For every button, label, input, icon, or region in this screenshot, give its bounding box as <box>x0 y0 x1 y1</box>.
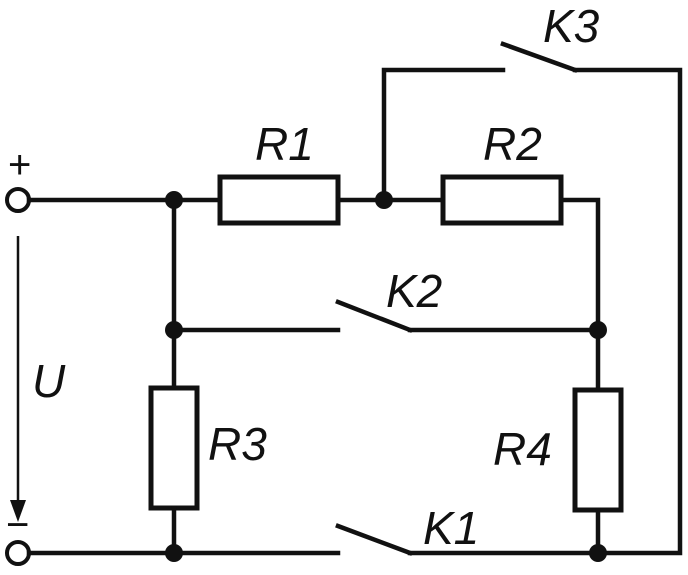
label-r1: R1 <box>255 118 314 170</box>
resistor-r3 <box>148 385 200 511</box>
switch-k1 <box>335 523 413 556</box>
switch-k3 <box>500 41 578 73</box>
label-k1: K1 <box>423 502 479 554</box>
label-r3: R3 <box>208 418 267 470</box>
switch-k2 <box>335 299 413 333</box>
junction-top-left <box>165 191 183 209</box>
wire-r2-right <box>558 197 601 333</box>
junction-bottom-left <box>165 544 183 562</box>
junction-left-k2 <box>165 321 183 339</box>
minus-sign: − <box>6 503 29 547</box>
wire-k3-left <box>381 67 506 203</box>
junction-right-k2 <box>589 321 607 339</box>
plus-sign: + <box>8 143 31 187</box>
label-r2: R2 <box>483 118 542 170</box>
label-k3: K3 <box>543 0 600 52</box>
positive-terminal <box>5 187 31 213</box>
junction-bottom-right <box>589 544 607 562</box>
label-k2: K2 <box>386 265 442 317</box>
resistor-r2 <box>440 174 564 226</box>
resistor-r1 <box>217 174 341 226</box>
voltage-label-u: U <box>32 355 66 407</box>
label-r4: R4 <box>493 423 552 475</box>
wire-k3-right <box>572 67 683 556</box>
voltage-arrow-head <box>10 500 26 522</box>
resistor-r4 <box>572 387 624 513</box>
junction-r1-r2 <box>375 191 393 209</box>
